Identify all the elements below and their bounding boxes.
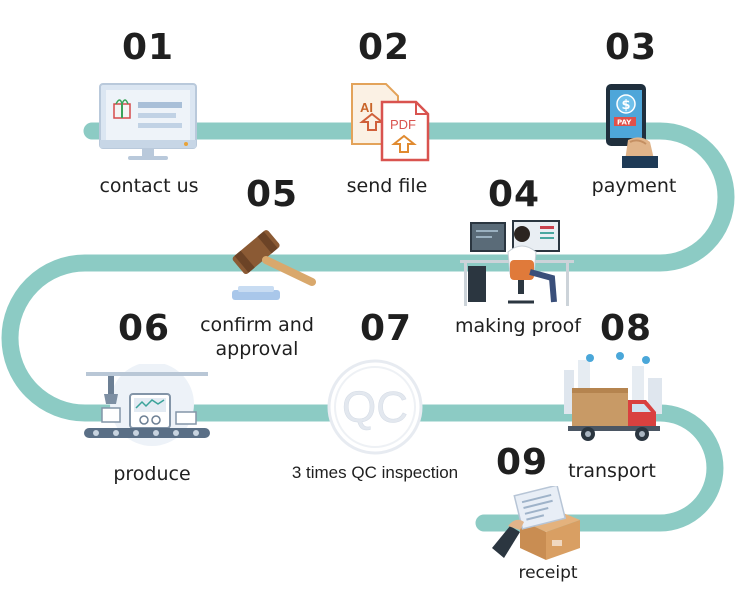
step-label-produce: produce <box>113 463 191 485</box>
gavel-icon <box>232 230 316 300</box>
step-number-09: 09 <box>496 442 549 483</box>
file-icon: AI PDF <box>351 83 430 162</box>
qc-badge-text: QC <box>342 383 408 432</box>
package-receipt-icon <box>492 486 580 560</box>
step-number-03: 03 <box>605 27 658 68</box>
step-number-01: 01 <box>122 27 175 68</box>
truck-icon <box>564 352 662 441</box>
confirm-line-1: confirm and <box>200 314 314 336</box>
confirm-line-2: approval <box>215 337 299 360</box>
step-label-making-proof: making proof <box>455 315 581 337</box>
pay-text: PAY <box>617 119 632 127</box>
designer-workstation-icon <box>460 220 574 306</box>
step-label-receipt: receipt <box>518 563 578 583</box>
step-label-contact-us: contact us <box>99 175 199 197</box>
step-number-07: 07 <box>360 308 413 349</box>
step-label-send-file: send file <box>346 175 428 197</box>
step-number-02: 02 <box>358 27 411 68</box>
payment-phone-icon: $ PAY <box>606 84 658 168</box>
dollar-text: $ <box>622 98 631 113</box>
step-number-06: 06 <box>118 308 171 349</box>
step-number-04: 04 <box>488 174 541 215</box>
ai-text: AI <box>360 100 373 115</box>
step-label-transport: transport <box>568 460 656 482</box>
step-label-qc-inspection: 3 times QC inspection <box>291 463 459 482</box>
pdf-text: PDF <box>390 117 416 132</box>
computer-icon <box>99 83 197 160</box>
step-number-08: 08 <box>600 308 653 349</box>
factory-line-icon <box>84 364 210 446</box>
step-label-payment: payment <box>591 175 677 197</box>
qc-badge-icon: QC <box>327 359 423 455</box>
step-label-confirm-approval: confirm and approval <box>192 314 322 362</box>
step-number-05: 05 <box>246 174 299 215</box>
